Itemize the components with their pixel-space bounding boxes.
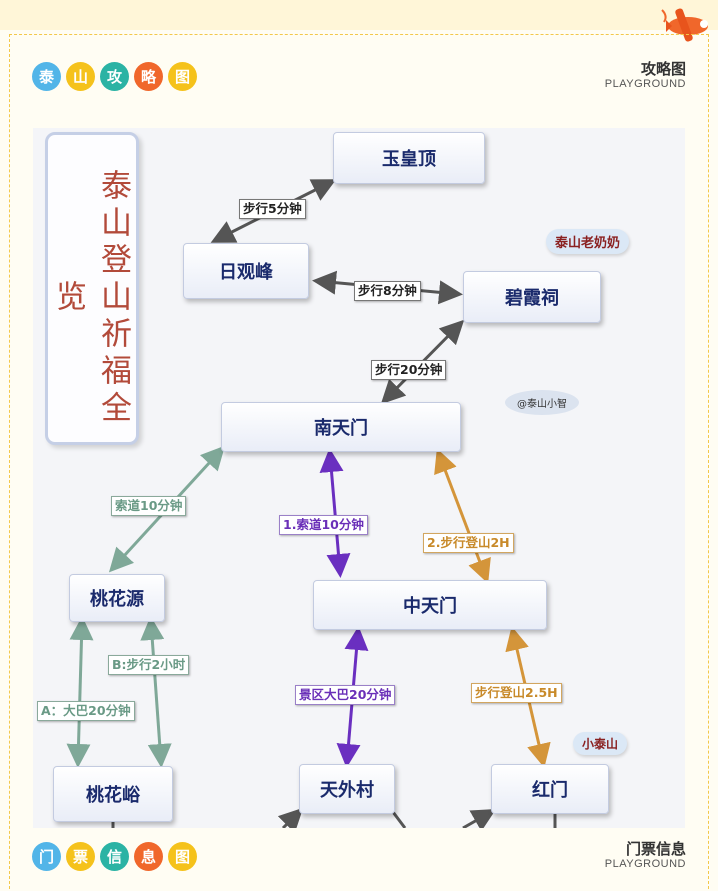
section-title: 门票信息 bbox=[625, 840, 686, 858]
title-char: 信 bbox=[100, 842, 129, 871]
arrow-bottom-3 bbox=[391, 811, 407, 828]
section-header-guide: 泰 山 攻 略 图 攻略图 PLAYGROUND bbox=[32, 60, 686, 96]
map-title-box: 泰山登山祈福全览 bbox=[45, 132, 139, 445]
map-title: 泰山登山祈福全览 bbox=[50, 169, 131, 428]
node-bixiaci: 碧霞祠 bbox=[463, 271, 601, 323]
title-char: 略 bbox=[134, 62, 163, 91]
cloud-watermark: @泰山小智 bbox=[505, 390, 579, 415]
title-char: 泰 bbox=[32, 62, 61, 91]
cloud-grandma: 泰山老奶奶 bbox=[546, 229, 630, 254]
label-walk5: 步行5分钟 bbox=[239, 199, 306, 219]
label-climb2h: 2.步行登山2H bbox=[423, 533, 514, 553]
climbing-map: 泰山登山祈福全览 玉皇顶 日观峰 碧霞祠 南天门 桃花源 中天门 桃花峪 天外村… bbox=[33, 128, 685, 828]
title-char: 票 bbox=[66, 842, 95, 871]
title-circles: 泰 山 攻 略 图 bbox=[32, 62, 197, 91]
title-circles: 门 票 信 息 图 bbox=[32, 842, 197, 871]
section-header-tickets: 门 票 信 息 图 门票信息 PLAYGROUND bbox=[32, 840, 686, 876]
title-char: 山 bbox=[66, 62, 95, 91]
label-bus20b: 景区大巴20分钟 bbox=[295, 685, 396, 705]
title-char: 门 bbox=[32, 842, 61, 871]
arrow-nantian-zhongtian-walk bbox=[434, 448, 491, 584]
cloud-xiaotaishan: 小泰山 bbox=[573, 732, 628, 755]
section-title: 攻略图 bbox=[640, 60, 686, 78]
label-cable10-1: 1.索道10分钟 bbox=[279, 515, 368, 535]
arrow-taohuayuan-taohuayu-a bbox=[66, 616, 94, 768]
label-walk2h: B:步行2小时 bbox=[108, 655, 190, 675]
arrow-nantian-zhongtian-cable bbox=[319, 448, 351, 578]
label-walk8: 步行8分钟 bbox=[354, 281, 421, 301]
node-zhongtianmen: 中天门 bbox=[313, 580, 547, 630]
label-climb25h: 步行登山2.5H bbox=[471, 683, 562, 703]
arrow-bottom-4 bbox=[462, 809, 497, 828]
arrow-taohuayuan-taohuayu-b bbox=[140, 616, 172, 768]
title-char: 息 bbox=[134, 842, 163, 871]
label-cable10: 索道10分钟 bbox=[111, 496, 187, 516]
label-walk20: 步行20分钟 bbox=[371, 360, 447, 380]
arrow-bottom-2 bbox=[277, 807, 304, 828]
node-yuhuangding: 玉皇顶 bbox=[333, 132, 485, 184]
section-subtitle: PLAYGROUND bbox=[604, 78, 686, 90]
title-char: 图 bbox=[168, 842, 197, 871]
title-char: 图 bbox=[168, 62, 197, 91]
node-taohuayu: 桃花峪 bbox=[53, 766, 173, 822]
node-nantianmen: 南天门 bbox=[221, 402, 461, 452]
section-subtitle: PLAYGROUND bbox=[604, 858, 686, 870]
airplane-icon bbox=[661, 8, 708, 42]
top-band bbox=[0, 0, 718, 30]
label-bus20a: A：大巴20分钟 bbox=[37, 701, 135, 721]
node-riguanfeng: 日观峰 bbox=[183, 243, 309, 299]
content-frame bbox=[9, 34, 709, 889]
node-taohuayuan: 桃花源 bbox=[69, 574, 165, 622]
node-hongmen: 红门 bbox=[491, 764, 609, 814]
node-tianwaicun: 天外村 bbox=[299, 764, 395, 814]
title-char: 攻 bbox=[100, 62, 129, 91]
